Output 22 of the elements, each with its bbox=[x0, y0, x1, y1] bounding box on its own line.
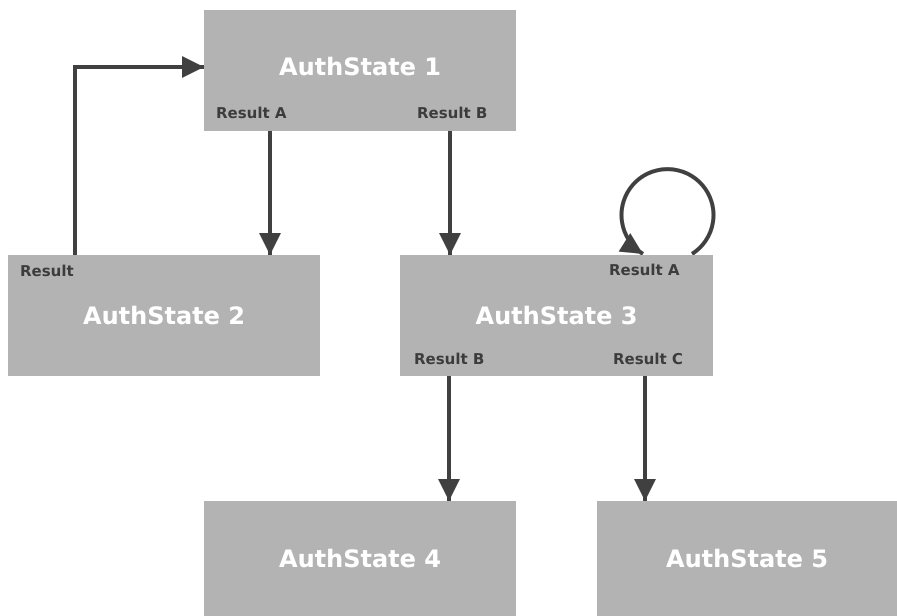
edge-label: Result A bbox=[216, 104, 286, 122]
state-box bbox=[204, 10, 516, 131]
edge-label: Result B bbox=[414, 350, 484, 368]
state-name: AuthState 5 bbox=[666, 544, 828, 572]
state-name: AuthState 1 bbox=[279, 52, 441, 80]
edge-label: Result bbox=[20, 262, 74, 280]
edge-label: Result C bbox=[613, 350, 683, 368]
state-name: AuthState 4 bbox=[279, 544, 441, 572]
state-box bbox=[8, 255, 320, 376]
edge-label: Result B bbox=[417, 104, 488, 122]
arrow bbox=[634, 376, 656, 501]
state-box bbox=[400, 255, 713, 376]
self-loop-arrow bbox=[618, 167, 716, 256]
edge-label: Result A bbox=[609, 261, 680, 279]
state-box bbox=[597, 501, 897, 616]
state-name: AuthState 3 bbox=[476, 302, 638, 330]
state-box bbox=[204, 501, 516, 616]
arrow bbox=[439, 131, 461, 255]
arrow bbox=[259, 131, 281, 255]
arrow bbox=[73, 56, 204, 255]
arrow bbox=[438, 376, 460, 501]
state-name: AuthState 2 bbox=[83, 302, 245, 330]
